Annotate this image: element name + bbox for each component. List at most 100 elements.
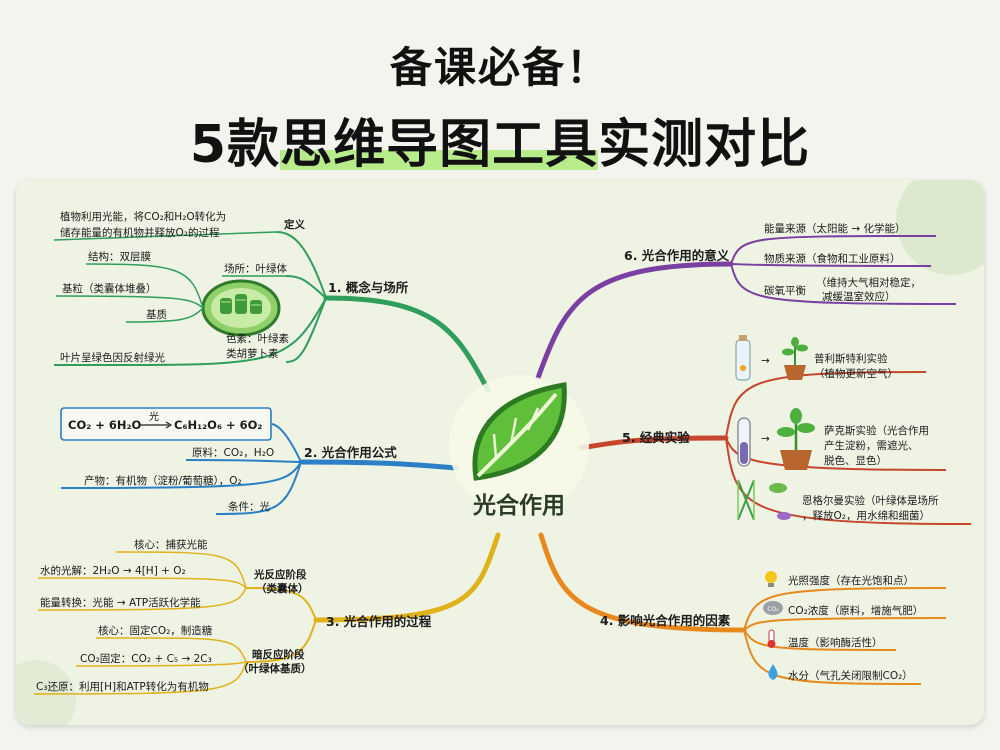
branch1-line bbox=[323, 295, 491, 393]
grana-text: 基粒（类囊体堆叠） bbox=[62, 282, 157, 295]
svg-text:CO₂: CO₂ bbox=[767, 606, 779, 613]
branch2-sub bbox=[270, 423, 302, 463]
co2-cloud-icon: CO₂ bbox=[763, 601, 783, 615]
branch5-line bbox=[578, 435, 729, 451]
equation-left: CO₂ + 6H₂O bbox=[68, 418, 142, 432]
center-label: 光合作用 bbox=[472, 492, 565, 519]
equation-box bbox=[60, 407, 272, 441]
significance-energy: 能量来源（太阳能 → 化学能） bbox=[764, 222, 905, 235]
leaf-icon bbox=[449, 375, 589, 515]
structure-text: 结构：双层膜 bbox=[88, 250, 151, 263]
dark-item-1: 核心：固定CO₂，制造糖 bbox=[98, 624, 213, 637]
connector bbox=[55, 295, 204, 309]
connector bbox=[95, 637, 247, 663]
branch6-sub bbox=[730, 263, 932, 267]
light-stage-2: （类囊体） bbox=[256, 582, 309, 595]
priestley-text-1: 普利斯特利实验 bbox=[814, 352, 888, 365]
branch1-sub bbox=[285, 275, 327, 299]
connector bbox=[37, 577, 247, 589]
carbon-label: 碳氧平衡 bbox=[764, 284, 806, 297]
branch1-sub bbox=[285, 297, 327, 363]
pigment-text-2: 类胡萝卜素 bbox=[226, 347, 279, 360]
sachs-text-1: 萨克斯实验（光合作用 bbox=[824, 424, 929, 437]
products-text: 产物：有机物（淀粉/葡萄糖），O₂ bbox=[84, 474, 242, 487]
arrow-icon: → bbox=[761, 355, 770, 367]
significance-material: 物质来源（食物和工业原料） bbox=[764, 252, 901, 265]
sachs-text-2: 产生淀粉，需遮光、 bbox=[824, 439, 919, 452]
potted-plant-icon bbox=[782, 337, 808, 380]
light-item-3: 能量转换：光能 → ATP活跃化学能 bbox=[40, 596, 201, 609]
branch2-title: 2. 光合作用公式 bbox=[304, 445, 397, 460]
carbon-text-2: 减缓温室效应） bbox=[822, 290, 896, 303]
branch1-title: 1. 概念与场所 bbox=[328, 280, 409, 295]
sachs-text-3: 脱色、显色） bbox=[824, 454, 887, 467]
bell-jar-icon bbox=[735, 335, 751, 381]
branch3-line bbox=[313, 532, 501, 623]
branch2-sub bbox=[60, 461, 302, 489]
light-item-2: 水的光解：2H₂O → 4[H] + O₂ bbox=[40, 564, 186, 577]
bacteria-icon bbox=[769, 483, 791, 520]
branch6-sub bbox=[730, 235, 937, 265]
branch4-title: 4. 影响光合作用的因素 bbox=[600, 613, 731, 628]
equation-arrow-head bbox=[165, 421, 173, 429]
factor-temp: 温度（影响酶活性） bbox=[788, 636, 883, 649]
branch5-title: 5. 经典实验 bbox=[622, 430, 690, 445]
branch4-line bbox=[538, 532, 747, 633]
branch5-sub bbox=[725, 371, 927, 439]
title-highlight: 思维导图工具 bbox=[280, 115, 599, 175]
carbon-text-1: （维持大气相对稳定， bbox=[816, 276, 921, 289]
branch2-sub bbox=[215, 461, 302, 515]
materials-text: 原料：CO₂，H₂O bbox=[192, 446, 274, 459]
light-stage-1: 光反应阶段 bbox=[253, 568, 307, 581]
lightbulb-icon bbox=[765, 571, 777, 587]
arrow-icon: → bbox=[761, 433, 770, 445]
priestley-text-2: （植物更新空气） bbox=[814, 367, 898, 380]
branch3-title: 3. 光合作用的过程 bbox=[326, 614, 432, 629]
engelmann-text-2: ，释放O₂，用水绵和细菌） bbox=[802, 509, 930, 522]
connector bbox=[33, 661, 247, 695]
branch5-sub bbox=[725, 437, 947, 471]
mindmap-card: 光合作用 1. 概念与场所 定义 植物利用光能，将CO₂和H₂O转化为 储存能量… bbox=[16, 180, 984, 725]
branch1-sub bbox=[53, 297, 327, 367]
connector bbox=[37, 587, 247, 611]
condition-text: 条件：光 bbox=[228, 500, 270, 513]
branch3-sub bbox=[245, 619, 317, 663]
definition-text-1: 植物利用光能，将CO₂和H₂O转化为 bbox=[60, 210, 226, 223]
branch4-sub bbox=[743, 617, 947, 631]
algae-strand-icon bbox=[737, 479, 755, 521]
branch6-sub bbox=[730, 263, 957, 305]
connector bbox=[115, 551, 247, 589]
factor-light: 光照强度（存在光饱和点） bbox=[788, 574, 914, 587]
page-title-line1: 备课必备！ bbox=[389, 43, 610, 92]
factor-water: 水分（气孔关闭限制CO₂） bbox=[788, 669, 913, 682]
branch6-title: 6. 光合作用的意义 bbox=[624, 248, 730, 263]
connector bbox=[53, 231, 277, 241]
pigment-text-1: 色素：叶绿素 bbox=[226, 332, 289, 345]
potted-plant-icon bbox=[777, 408, 815, 470]
definition-label: 定义 bbox=[283, 218, 305, 231]
dark-stage-1: 暗反应阶段 bbox=[252, 648, 305, 661]
test-tube-icon bbox=[737, 417, 751, 467]
stroma-text: 基质 bbox=[146, 308, 167, 321]
equation-condition: 光 bbox=[149, 410, 159, 423]
background-decoration bbox=[16, 660, 76, 725]
chloroplast-icon bbox=[201, 279, 281, 337]
engelmann-text-1: 恩格尔曼实验（叶绿体是场所 bbox=[802, 494, 939, 507]
dark-item-3: C₃还原：利用[H]和ATP转化为有机物 bbox=[36, 680, 209, 693]
connector bbox=[75, 661, 247, 667]
leaf-green-text: 叶片呈绿色因反射绿光 bbox=[60, 351, 165, 364]
definition-text-2: 储存能量的有机物并释放O₂的过程 bbox=[60, 226, 220, 239]
thermometer-icon bbox=[767, 629, 776, 648]
connector bbox=[125, 307, 204, 323]
branch4-sub bbox=[743, 587, 947, 631]
title-prefix: 5款 bbox=[189, 115, 281, 175]
water-drop-icon bbox=[768, 664, 778, 680]
light-item-1: 核心：捕获光能 bbox=[134, 538, 208, 551]
page-title-line2: 5款思维导图工具实测对比 bbox=[0, 102, 1000, 177]
dark-item-2: CO₂固定：CO₂ + C₅ → 2C₃ bbox=[80, 652, 212, 665]
connector bbox=[85, 263, 204, 309]
branch5-sub bbox=[725, 437, 972, 525]
factor-co2: CO₂浓度（原料，增施气肥） bbox=[788, 604, 923, 617]
title-suffix: 实测对比 bbox=[598, 115, 811, 175]
mindmap-svg: 光合作用 1. 概念与场所 定义 植物利用光能，将CO₂和H₂O转化为 储存能量… bbox=[16, 180, 984, 725]
